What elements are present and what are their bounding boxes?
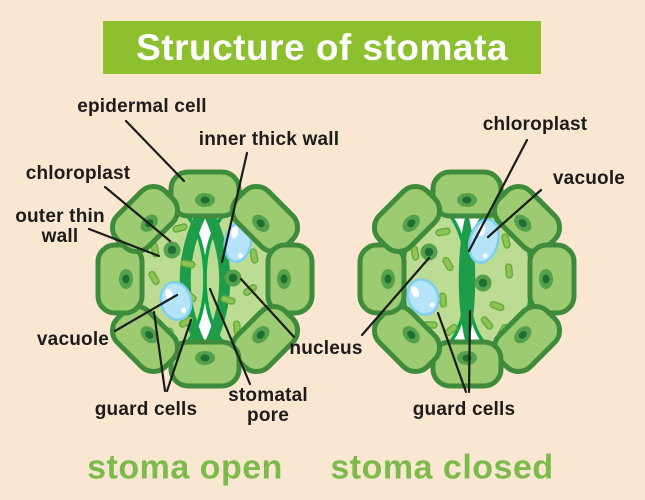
inner-thick-wall-left <box>179 208 207 350</box>
leader-vacuole-left <box>113 293 179 333</box>
label-vacuole-left: vacuole <box>36 328 110 350</box>
leader-nucleus-1 <box>239 277 296 339</box>
leader-vacuole-right <box>486 188 543 239</box>
label-vacuole-right: vacuole <box>552 167 626 189</box>
guard-cells-closed <box>401 205 533 353</box>
label-guard-cells-left: guard cells <box>94 398 198 420</box>
leader-outer-thin-wall <box>87 227 161 258</box>
leader-guard-cells-right-2 <box>467 309 472 394</box>
label-epidermal-cell: epidermal cell <box>77 95 207 117</box>
page-title: Structure of stomata <box>103 21 541 74</box>
caption-stoma-closed: stoma closed <box>330 448 554 487</box>
leader-guard-cells-right-1 <box>436 311 468 394</box>
nucleus <box>474 274 492 292</box>
label-chloroplast-left: chloroplast <box>25 162 131 184</box>
vacuole <box>159 280 193 322</box>
label-outer-thin-wall: outer thin wall <box>15 205 105 247</box>
epidermal-cell <box>433 342 501 386</box>
epidermal-cell <box>530 245 574 313</box>
leader-lines <box>87 119 543 394</box>
leader-inner-thick-wall <box>220 151 249 264</box>
leader-chloroplast-left <box>103 185 172 243</box>
leader-stomatal-pore <box>208 287 252 386</box>
vacuole <box>406 278 440 316</box>
leader-guard-cells-left-1 <box>152 310 167 393</box>
epidermal-cell <box>268 245 312 313</box>
diagram-stoma-closed <box>360 172 574 386</box>
leader-chloroplast-right <box>467 138 529 253</box>
chloroplast <box>438 292 448 308</box>
leader-guard-cells-left-2 <box>165 318 193 393</box>
nucleus <box>163 241 181 259</box>
diagram-stoma-open <box>98 172 312 386</box>
leader-epidermal-cell <box>124 119 186 183</box>
vacuole <box>468 218 500 264</box>
chloroplast <box>504 263 514 279</box>
label-chloroplast-right: chloroplast <box>482 113 588 135</box>
caption-stoma-open: stoma open <box>87 448 283 487</box>
label-guard-cells-right: guard cells <box>412 398 516 420</box>
epidermal-cell <box>98 245 142 313</box>
nucleus <box>224 269 242 287</box>
label-nucleus: nucleus <box>289 337 363 359</box>
epidermal-cell <box>360 245 404 313</box>
leader-nucleus-2 <box>360 256 431 337</box>
label-inner-thick-wall: inner thick wall <box>198 128 340 150</box>
label-stomatal-pore: stomatal pore <box>228 384 308 426</box>
